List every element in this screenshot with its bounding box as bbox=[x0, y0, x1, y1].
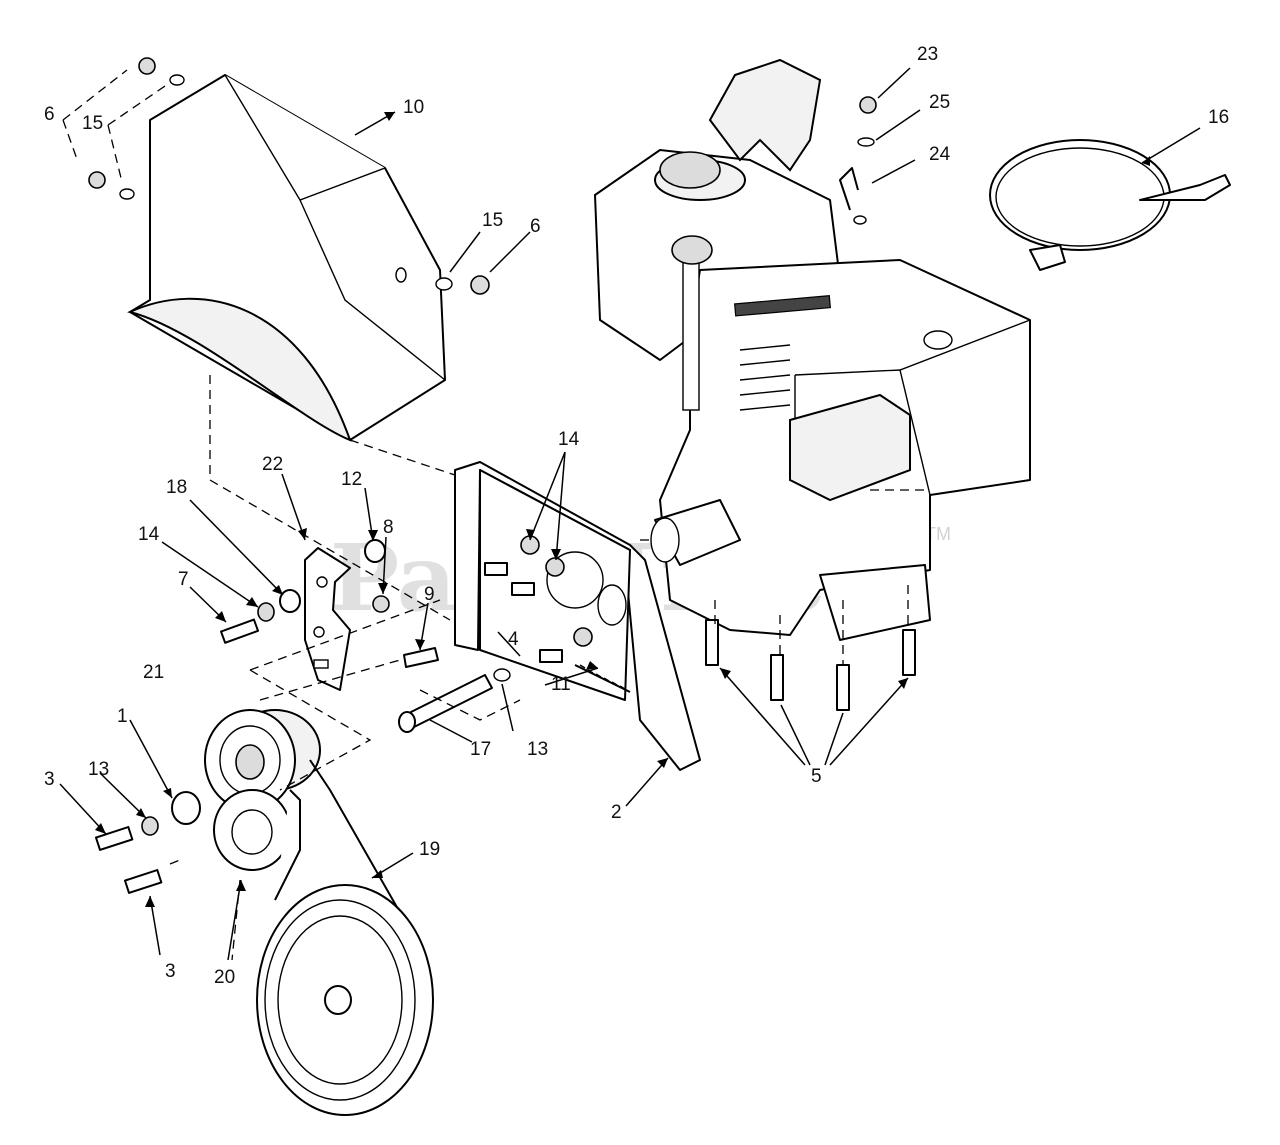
callout-20: 20 bbox=[214, 967, 235, 988]
engine-bolts[interactable] bbox=[705, 619, 916, 711]
power-cord[interactable] bbox=[989, 139, 1231, 271]
callout-7: 7 bbox=[178, 569, 189, 590]
engine-mounting-plate[interactable] bbox=[454, 461, 701, 771]
callout-6: 6 bbox=[44, 104, 55, 125]
engine[interactable] bbox=[594, 58, 1031, 641]
callout-11: 11 bbox=[551, 674, 571, 695]
spring[interactable] bbox=[574, 664, 631, 693]
callout-1: 1 bbox=[117, 706, 128, 727]
callout-9: 9 bbox=[424, 584, 435, 605]
belt-cover[interactable] bbox=[127, 74, 446, 442]
callout-6: 6 bbox=[530, 216, 541, 237]
callout-18: 18 bbox=[166, 477, 187, 498]
callout-8: 8 bbox=[383, 517, 394, 538]
auger-pulley[interactable] bbox=[256, 884, 434, 1116]
idler-bracket[interactable] bbox=[304, 547, 351, 691]
plate-bolts[interactable] bbox=[484, 562, 563, 663]
callout-3: 3 bbox=[165, 961, 176, 982]
callout-25: 25 bbox=[929, 92, 950, 113]
engine-pulley[interactable] bbox=[204, 709, 321, 811]
callout-21: 21 bbox=[143, 662, 164, 683]
arrowheads bbox=[95, 112, 1150, 907]
key[interactable] bbox=[403, 647, 439, 668]
watermark-tm: TM bbox=[925, 524, 951, 544]
idler-pulley[interactable] bbox=[213, 789, 291, 871]
callout-17: 17 bbox=[470, 739, 491, 760]
callout-24: 24 bbox=[929, 144, 951, 165]
leader-lines bbox=[59, 67, 1201, 961]
callout-22: 22 bbox=[262, 454, 283, 475]
callout-13: 13 bbox=[88, 759, 109, 780]
callout-16: 16 bbox=[1208, 107, 1229, 128]
callout-3: 3 bbox=[44, 769, 55, 790]
cover-screws[interactable] bbox=[88, 57, 490, 295]
callout-23: 23 bbox=[917, 44, 938, 65]
callout-19: 19 bbox=[419, 839, 440, 860]
top-hardware[interactable] bbox=[839, 96, 877, 225]
callouts: 1 2 3 3 4 5 6 6 7 8 9 10 11 12 13 13 14 … bbox=[44, 44, 1229, 988]
callout-15: 15 bbox=[482, 210, 503, 231]
callout-10: 10 bbox=[403, 97, 424, 118]
callout-14: 14 bbox=[138, 524, 160, 545]
pivot-rod[interactable] bbox=[398, 668, 511, 733]
callout-2: 2 bbox=[611, 802, 622, 823]
callout-5: 5 bbox=[811, 766, 822, 787]
callout-14: 14 bbox=[558, 429, 580, 450]
callout-13: 13 bbox=[527, 739, 548, 760]
idler-hardware[interactable] bbox=[220, 539, 390, 644]
callout-12: 12 bbox=[341, 469, 362, 490]
pulley-hardware[interactable] bbox=[94, 791, 201, 894]
callout-15: 15 bbox=[82, 113, 103, 134]
callout-4: 4 bbox=[508, 629, 519, 650]
